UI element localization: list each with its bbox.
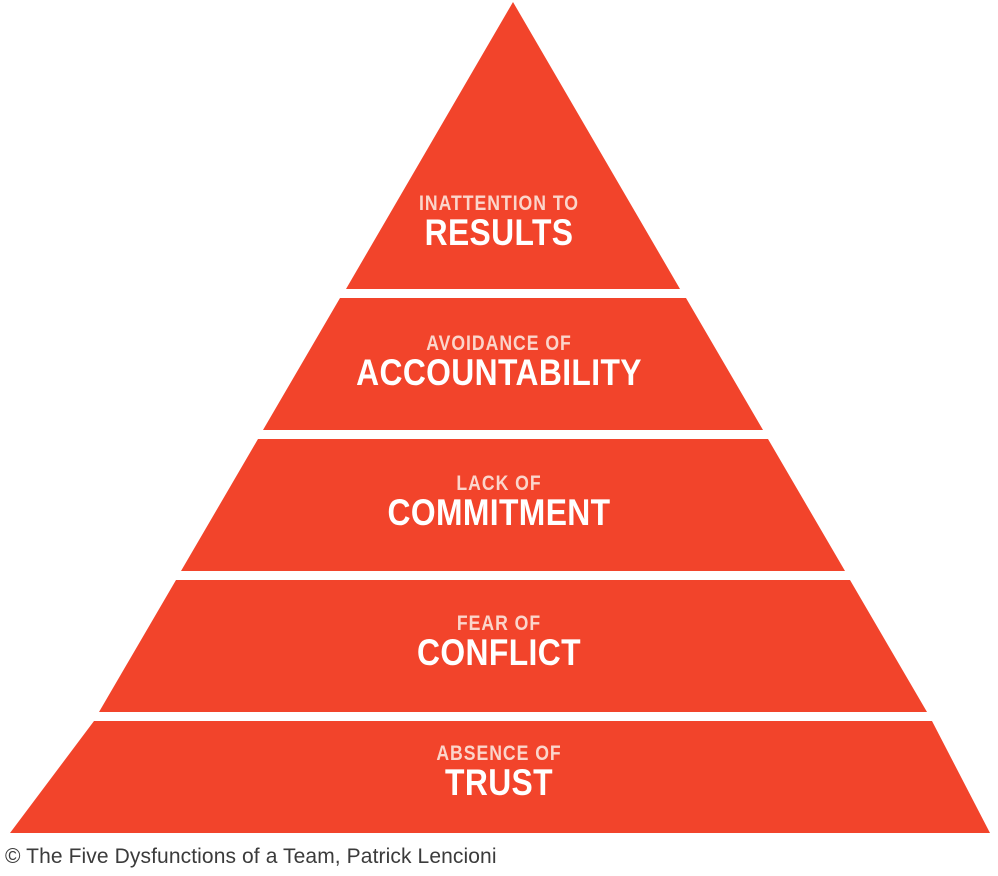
pyramid-tier-5-shape (10, 721, 990, 833)
pyramid-tier-2-shape (263, 298, 763, 430)
copyright-caption: © The Five Dysfunctions of a Team, Patri… (5, 845, 497, 868)
pyramid-tier-1-shape (346, 2, 680, 289)
pyramid-tier-4-shape (99, 580, 927, 712)
pyramid-tier-3-shape (181, 439, 845, 571)
